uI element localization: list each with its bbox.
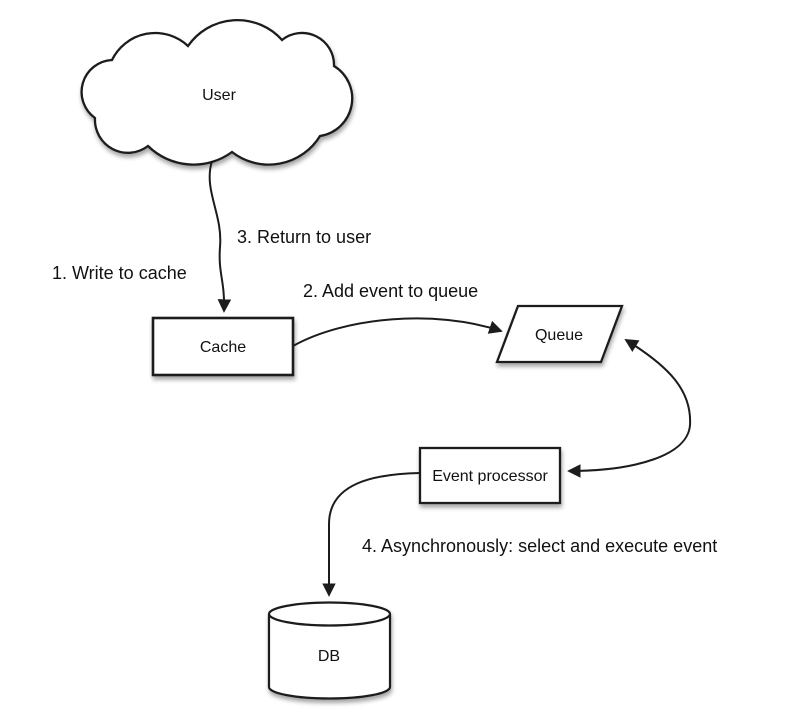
db-cylinder-body	[267, 614, 392, 700]
db-label: DB	[318, 648, 340, 665]
edge-label-add-event-to-queue: 2. Add event to queue	[303, 281, 478, 301]
event-processor-box	[418, 446, 562, 505]
edge-label-return-to-user: 3. Return to user	[237, 227, 371, 247]
diagram-nodes	[80, 18, 624, 700]
diagram-node-labels: User Cache Queue Event processor DB	[200, 87, 583, 665]
event-processor-label: Event processor	[432, 468, 548, 485]
arrow-event-processor-to-db	[322, 472, 421, 597]
arrow-cache-to-queue	[292, 317, 503, 347]
diagram-edges	[208, 160, 692, 597]
db-cylinder-top	[267, 601, 392, 627]
user-cloud-shape	[80, 18, 354, 166]
diagram-edge-labels: 1. Write to cache 3. Return to user 2. A…	[52, 227, 717, 556]
user-label: User	[202, 87, 236, 104]
cache-label: Cache	[200, 339, 246, 356]
db-cylinder	[267, 601, 392, 700]
edge-label-async-select-execute: 4. Asynchronously: select and execute ev…	[362, 536, 717, 556]
arrow-queue-event-processor-bidirectional	[567, 338, 692, 478]
edge-label-write-to-cache: 1. Write to cache	[52, 263, 187, 283]
queue-label: Queue	[535, 327, 583, 344]
arrow-user-to-cache	[208, 160, 232, 313]
cache-box	[151, 316, 295, 377]
